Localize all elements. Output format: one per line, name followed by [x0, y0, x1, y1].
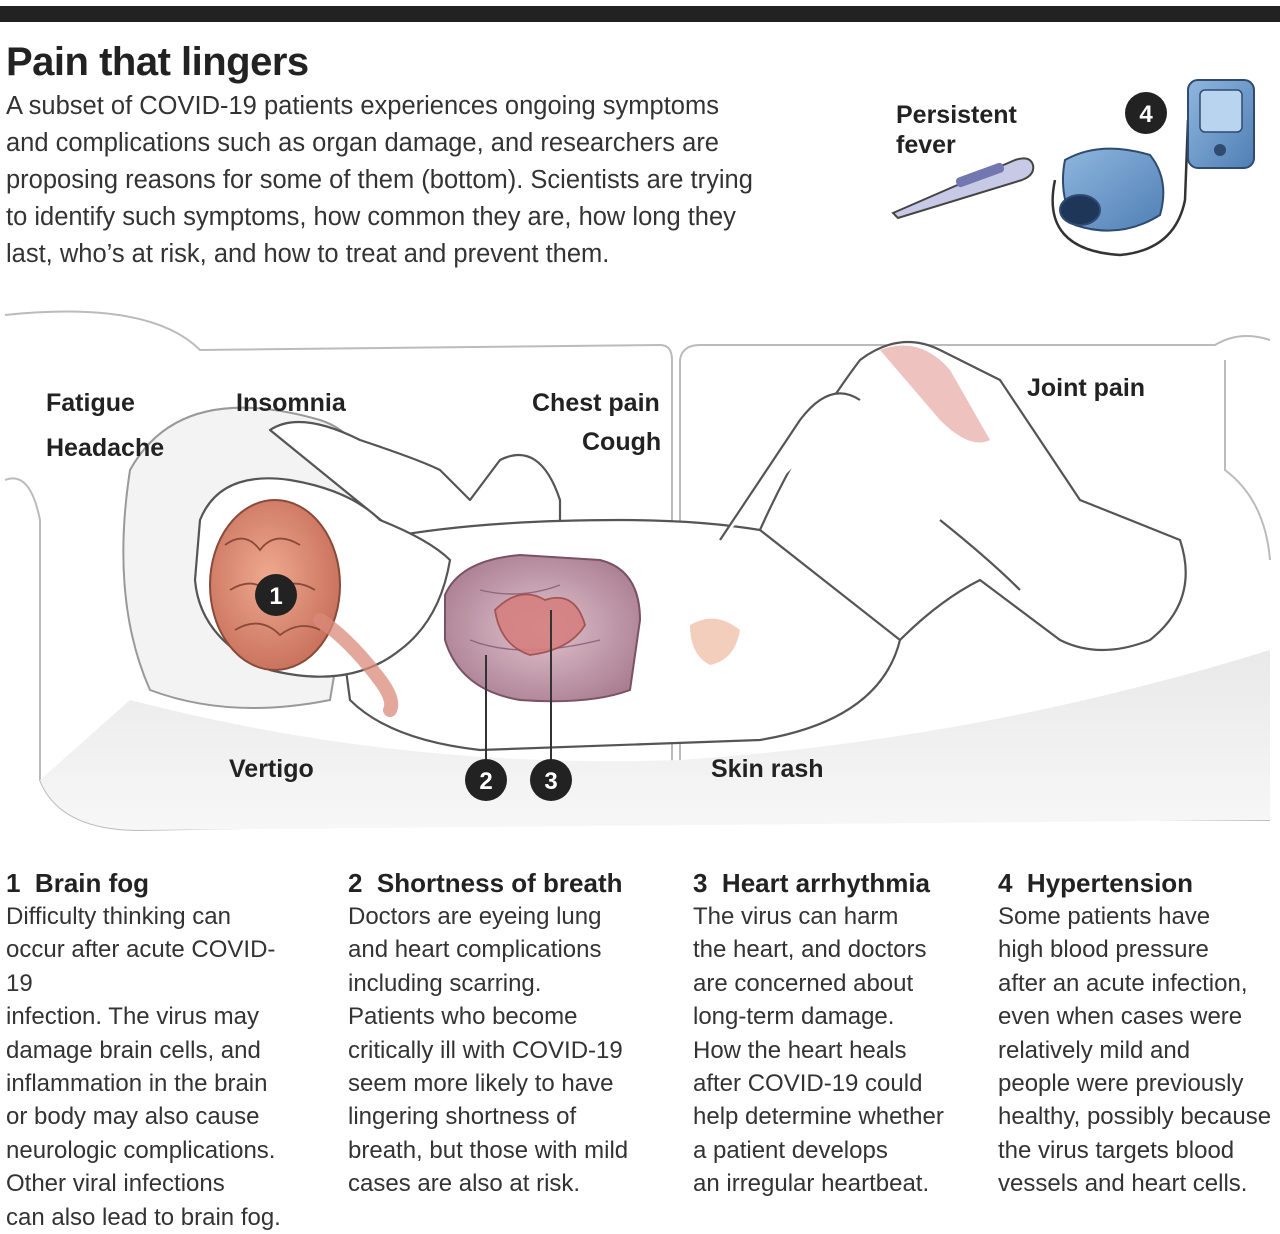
explanation-text: Some patients have high blood pressure a… [998, 903, 1272, 1198]
marker-3-text: 3 [544, 768, 557, 795]
heart-icon [494, 593, 586, 656]
label-joint-pain: Joint pain [1027, 374, 1146, 402]
explanation-heading: 2 Shortness of breath [348, 866, 638, 900]
couch-cushion [40, 650, 1270, 830]
explanation-heart-arrhythmia: 3 Heart arrhythmia The virus can harm th… [693, 866, 983, 1201]
marker-4: 4 [1125, 92, 1167, 134]
explanation-number: 3 [693, 868, 708, 898]
label-persistent: Persistent [896, 101, 1017, 129]
explanation-title: Heart arrhythmia [721, 868, 930, 898]
explanation-title: Shortness of breath [376, 868, 623, 898]
marker-1-text: 1 [269, 583, 282, 610]
explanation-title: Brain fog [34, 868, 150, 898]
patient-illustration [4, 79, 1271, 832]
label-cough: Cough [582, 428, 662, 456]
explanation-title: Hypertension [1026, 868, 1194, 898]
thermometer-icon [891, 157, 1035, 220]
marker-2: 2 [465, 759, 507, 801]
label-vertigo: Vertigo [229, 755, 314, 783]
label-insomnia: Insomnia [236, 389, 346, 417]
marker-2-text: 2 [479, 768, 492, 795]
explanation-hypertension: 4 Hypertension Some patients have high b… [998, 866, 1280, 1201]
page-title: Pain that lingers [6, 40, 309, 84]
explanation-heading: 3 Heart arrhythmia [693, 866, 983, 900]
label-chest-pain: Chest pain [532, 389, 660, 417]
marker-4-text: 4 [1139, 101, 1153, 128]
marker-1: 1 [255, 574, 297, 616]
explanation-text: Doctors are eyeing lung and heart compli… [348, 903, 629, 1198]
blood-pressure-monitor-icon [1051, 79, 1255, 257]
label-fever: fever [896, 131, 956, 159]
explanation-brain-fog: 1 Brain fog Difficulty thinking can occu… [6, 866, 296, 1234]
explanation-number: 2 [348, 868, 363, 898]
explanation-text: The virus can harm the heart, and doctor… [693, 903, 944, 1198]
explanation-number: 4 [998, 868, 1013, 898]
top-rule [0, 6, 1280, 22]
explanation-heading: 4 Hypertension [998, 866, 1280, 900]
explanation-number: 1 [6, 868, 21, 898]
joint-pain-mark [880, 345, 990, 443]
explanation-text: Difficulty thinking can occur after acut… [6, 903, 281, 1231]
explanation-shortness-of-breath: 2 Shortness of breath Doctors are eyeing… [348, 866, 638, 1201]
skin-rash-mark [690, 618, 740, 665]
label-skin-rash: Skin rash [711, 755, 824, 783]
explanation-heading: 1 Brain fog [6, 866, 296, 900]
label-fatigue: Fatigue [46, 389, 135, 417]
marker-3: 3 [530, 759, 572, 801]
markers-layer: 1 2 3 4 [255, 92, 1167, 801]
intro-text: A subset of COVID-19 patients experience… [6, 92, 753, 268]
label-headache: Headache [46, 434, 165, 462]
